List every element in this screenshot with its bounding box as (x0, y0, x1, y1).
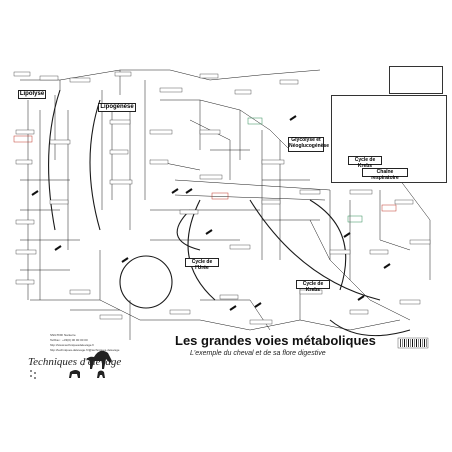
inset-krebs-label-box: Cycle de Krebs (348, 156, 382, 169)
uree-label: Cycle de l'Urée (191, 259, 213, 271)
inset-krebs-label: Cycle de Krebs (354, 157, 376, 169)
glycolyse-label: Glycolyse et Néoglucogénèse (289, 137, 330, 149)
lipogenese-label-box: Lipogénèse (98, 103, 136, 112)
lipolyse-label-box: Lipolyse (18, 90, 46, 99)
poster-subtitle: L'exemple du cheval et de sa flore diges… (190, 350, 326, 357)
red-highlight-frames (13, 135, 397, 212)
chaine-label-box: Chaîne respiratoire (362, 168, 408, 181)
poster-title: Les grandes voies métaboliques (175, 333, 376, 348)
chaine-respiratoire-label: Chaîne respiratoire (371, 169, 399, 181)
metabolite-nodes (13, 71, 431, 325)
publisher-line-4: http://techniques-delevage.fr/@technique… (50, 348, 120, 352)
krebs-outer-arc (309, 199, 347, 291)
barcode-icon (397, 337, 429, 349)
green-highlight-frames (247, 117, 363, 223)
krebs-bottom-arc (329, 319, 411, 337)
krebs-label-box: Cycle de Krebs (296, 280, 330, 293)
color-legend-panel (389, 66, 443, 94)
paw-prints-icon (30, 370, 36, 379)
publisher-line-3: http://www.techniquesdelevage.fr (50, 343, 95, 347)
cat-silhouette-icon (97, 370, 105, 378)
brand-logo-text: Techniques d'élevage (28, 356, 122, 368)
uree-cycle-circle (119, 255, 173, 309)
lipogenese-label: Lipogénèse (100, 104, 134, 110)
krebs-lower-arc (249, 199, 381, 301)
glycolysis-turn-arc (176, 209, 201, 251)
animal-silhouettes (30, 350, 112, 379)
publisher-line-1: SNGTFRI Nanterre (50, 333, 76, 337)
lipogenese-arc (89, 99, 101, 231)
publisher-line-2: Tel/Fax : +33(0) 00 00 00 00 (50, 338, 88, 342)
krebs-label: Cycle de Krebs (302, 281, 324, 293)
uree-label-box: Cycle de l'Urée (185, 258, 219, 271)
dog-silhouette-icon (69, 370, 80, 378)
glycolyse-label-box: Glycolyse et Néoglucogénèse (288, 137, 329, 152)
lipolyse-arc (48, 89, 61, 231)
lipolyse-label: Lipolyse (19, 91, 45, 97)
horse-silhouette-icon (82, 350, 112, 369)
enzyme-ticks (31, 115, 391, 311)
